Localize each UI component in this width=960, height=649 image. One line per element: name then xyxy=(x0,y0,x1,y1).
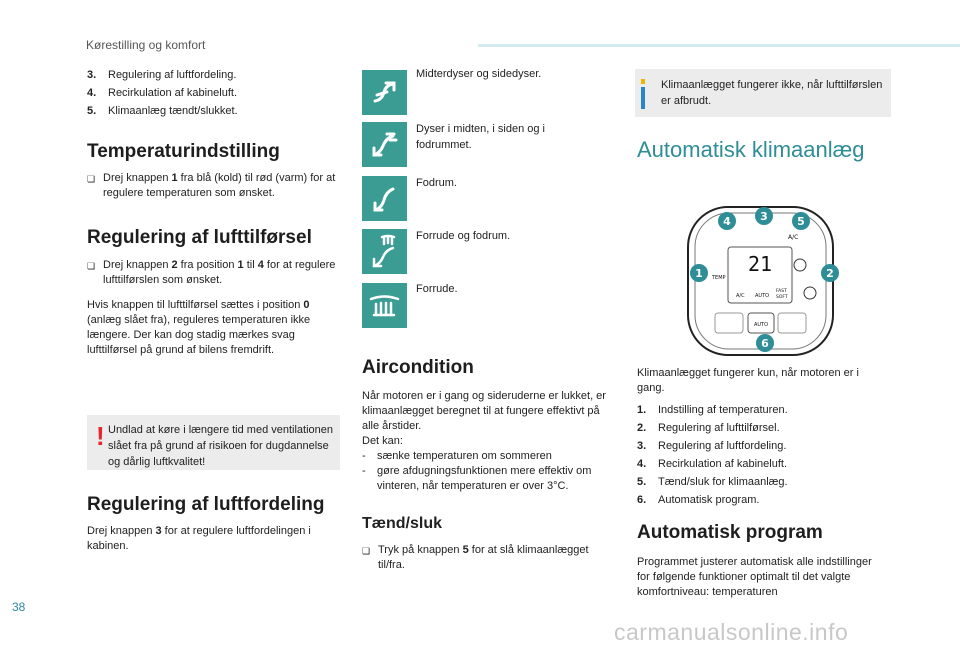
bullet-icon: ❏ xyxy=(87,261,96,271)
icon-label: Dyser i midten, i siden og i fodrummet. xyxy=(416,123,545,151)
panel-soft-label: SOFT xyxy=(776,294,788,300)
list-item: 6.Automatisk program. xyxy=(637,494,760,506)
warning-box: ! Undlad at køre i længere tid med venti… xyxy=(87,415,340,470)
aircondition-dash-list: -sænke temperaturen om sommeren -gøre af… xyxy=(362,449,620,494)
bullet-icon: ❏ xyxy=(87,174,96,184)
ac-run-paragraph: Klimaanlægget fungerer kun, når motoren … xyxy=(637,367,859,394)
list-item: 2.Regulering af lufttilførsel. xyxy=(637,422,780,434)
page-number: 38 xyxy=(12,600,26,614)
list-item: -gøre afdugningsfunktionen mere effektiv… xyxy=(362,465,592,492)
distribution-heading: Regulering af luftfordeling xyxy=(87,494,325,515)
list-item: 5.Klimaanlæg tændt/slukket. xyxy=(87,105,238,117)
panel-display-temp: 21 xyxy=(748,252,772,276)
temperature-bullet: ❏ Drej knappen 1 fra blå (kold) til rød … xyxy=(87,172,336,199)
callout-4: 4 xyxy=(723,215,731,228)
automatic-program-paragraph: Programmet justerer automatisk alle inds… xyxy=(637,556,872,598)
panel-illustration: 21 A/C TEMP A/C AUTO FAST SOFT AUTO 4 3 … xyxy=(687,206,839,356)
header-bar xyxy=(478,44,960,47)
list-item: -sænke temperaturen om sommeren xyxy=(362,450,552,462)
vent-face-feet-icon xyxy=(362,122,407,167)
list-item: 4.Recirkulation af kabineluft. xyxy=(637,458,788,470)
list-item: 3.Regulering af luftfordeling. xyxy=(87,69,237,81)
panel-fast-label: FAST xyxy=(776,288,787,294)
defrost-windscreen-icon xyxy=(362,283,407,328)
automatic-ac-heading: Automatisk klimaanlæg xyxy=(637,137,865,162)
callout-2: 2 xyxy=(826,267,834,280)
defrost-feet-icon xyxy=(362,229,407,274)
airflow-paragraph: Hvis knappen til lufttilførsel sættes i … xyxy=(87,299,311,356)
info-box: Klimaanlægget fungerer ikke, når lufttil… xyxy=(635,69,891,117)
icon-label: Fodrum. xyxy=(416,177,457,189)
temperature-heading: Temperaturindstilling xyxy=(87,141,280,162)
panel-ac-label: A/C xyxy=(736,293,745,299)
bullet-icon: ❏ xyxy=(362,546,371,556)
airflow-heading: Regulering af lufttilførsel xyxy=(87,227,312,248)
panel-temp-label: TEMP xyxy=(711,275,726,281)
vent-face-icon xyxy=(362,70,407,115)
info-text: Klimaanlægget fungerer ikke, når lufttil… xyxy=(661,79,883,107)
info-icon xyxy=(641,79,645,109)
list-item: 4.Recirkulation af kabineluft. xyxy=(87,87,238,99)
warning-icon: ! xyxy=(96,421,105,451)
icon-label: Midterdyser og sidedyser. xyxy=(416,68,542,80)
automatic-program-heading: Automatisk program xyxy=(637,522,823,543)
warning-text: Undlad at køre i længere tid med ventila… xyxy=(108,424,334,468)
callout-6: 6 xyxy=(761,337,769,350)
callout-5: 5 xyxy=(797,215,805,228)
vent-feet-icon xyxy=(362,176,407,221)
list-item: 5.Tænd/sluk for klimaanlæg. xyxy=(637,476,788,488)
panel-auto-label: AUTO xyxy=(755,293,769,299)
section-header: Kørestilling og komfort xyxy=(86,38,206,52)
panel-auto-button: AUTO xyxy=(754,322,768,328)
onoff-bullet: ❏ Tryk på knappen 5 for at slå klimaanlæ… xyxy=(362,544,589,571)
panel-ac-top: A/C xyxy=(788,234,798,241)
airflow-bullet: ❏ Drej knappen 2 fra position 1 til 4 fo… xyxy=(87,259,336,286)
climate-control-panel: 21 A/C TEMP A/C AUTO FAST SOFT AUTO 4 3 … xyxy=(670,195,850,360)
callout-3: 3 xyxy=(760,210,768,223)
watermark: carmanualsonline.info xyxy=(614,619,849,645)
aircondition-heading: Aircondition xyxy=(362,357,474,378)
list-item: 1.Indstilling af temperaturen. xyxy=(637,404,788,416)
list-item: 3.Regulering af luftfordeling. xyxy=(637,440,787,452)
icon-label: Forrude og fodrum. xyxy=(416,230,511,242)
distribution-paragraph: Drej knappen 3 for at regulere luftforde… xyxy=(87,525,311,552)
icon-label: Forrude. xyxy=(416,283,458,295)
callout-1: 1 xyxy=(695,267,703,280)
right-numbered-list: 1.Indstilling af temperaturen. 2.Reguler… xyxy=(637,401,887,509)
left-numbered-list: 3.Regulering af luftfordeling. 4.Recirku… xyxy=(87,66,337,120)
onoff-heading: Tænd/sluk xyxy=(362,515,443,532)
aircondition-paragraph: Når motoren er i gang og sideruderne er … xyxy=(362,390,606,447)
